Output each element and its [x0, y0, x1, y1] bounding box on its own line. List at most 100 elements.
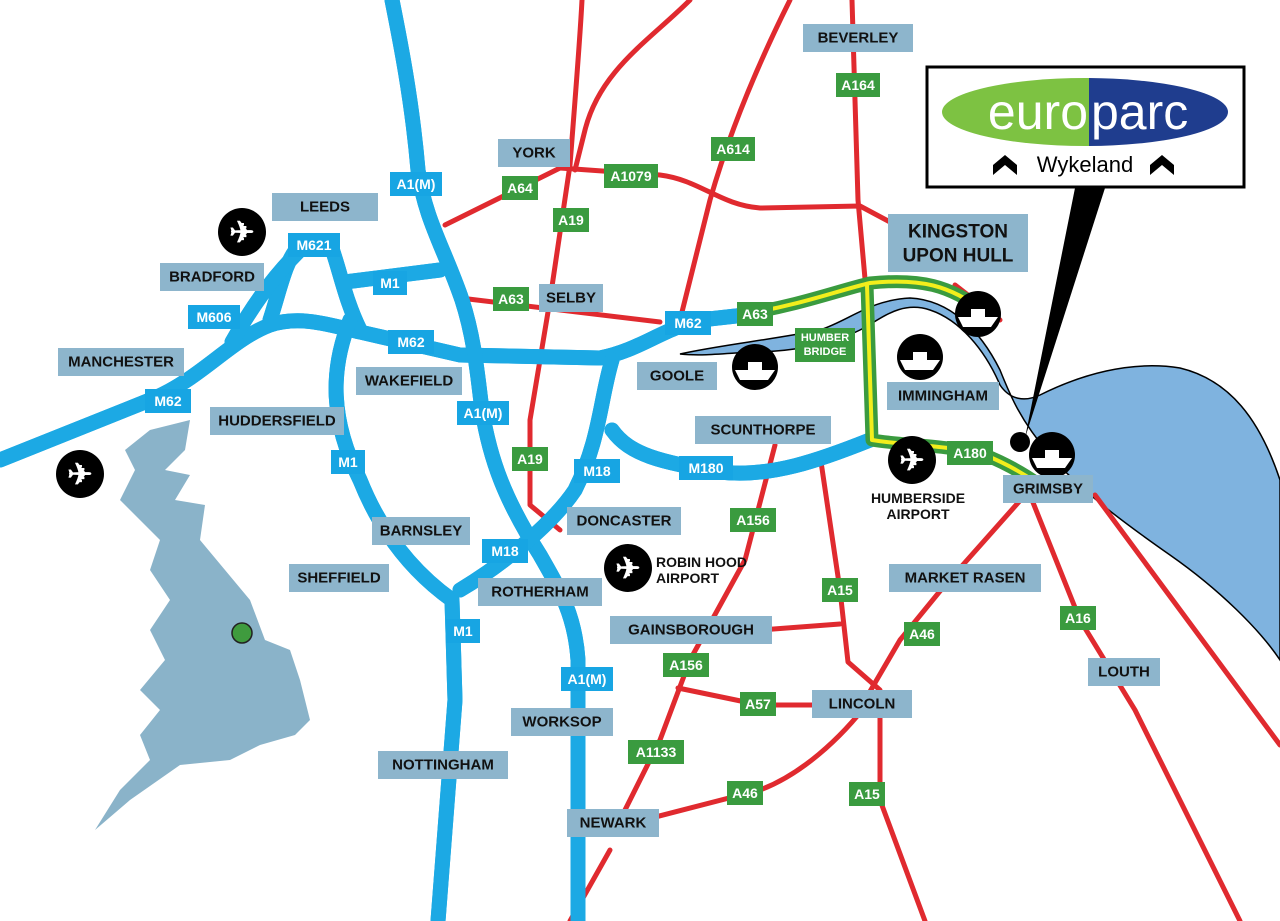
svg-text:M62: M62	[154, 393, 181, 409]
location-marker	[231, 622, 253, 644]
road-label: A156	[730, 508, 776, 532]
svg-text:✈: ✈	[229, 217, 254, 250]
svg-text:LOUTH: LOUTH	[1098, 664, 1150, 681]
road-label: A614	[711, 137, 755, 161]
svg-text:GRIMSBY: GRIMSBY	[1013, 481, 1083, 498]
svg-text:SHEFFIELD: SHEFFIELD	[297, 570, 381, 587]
road-label: A64	[502, 176, 538, 200]
svg-text:A180: A180	[953, 445, 987, 461]
svg-text:A156: A156	[736, 512, 770, 528]
svg-text:SCUNTHORPE: SCUNTHORPE	[710, 422, 815, 439]
ship-icon	[1029, 432, 1075, 478]
road-label: A19	[553, 208, 589, 232]
town-label: WORKSOP	[511, 708, 613, 736]
svg-text:M180: M180	[688, 460, 723, 476]
motorway-label: M606	[188, 305, 240, 329]
svg-text:euro: euro	[988, 84, 1088, 140]
svg-text:A63: A63	[742, 306, 768, 322]
svg-text:UPON HULL: UPON HULL	[903, 246, 1014, 267]
svg-text:A15: A15	[827, 582, 853, 598]
svg-text:M1: M1	[338, 454, 358, 470]
svg-text:M62: M62	[397, 334, 424, 350]
svg-text:A1079: A1079	[610, 168, 651, 184]
town-label: GRIMSBY	[1003, 475, 1093, 503]
svg-text:A1133: A1133	[636, 744, 677, 760]
motorway-label: M62	[145, 389, 191, 413]
wykeland-chevron-icon	[993, 155, 1017, 175]
town-label: SCUNTHORPE	[695, 416, 831, 444]
town-label: NEWARK	[567, 809, 659, 837]
town-label: GAINSBOROUGH	[610, 616, 772, 644]
road-label: A180	[947, 441, 993, 465]
svg-text:A19: A19	[517, 451, 543, 467]
town-label: BEVERLEY	[803, 24, 913, 52]
svg-text:A63: A63	[498, 291, 524, 307]
plane-icon: ✈	[56, 450, 104, 498]
svg-text:A64: A64	[507, 180, 533, 196]
svg-text:✈: ✈	[899, 445, 924, 478]
motorway-label: M1	[373, 271, 407, 295]
svg-text:A1(M): A1(M)	[568, 671, 607, 687]
town-label: HUDDERSFIELD	[210, 407, 344, 435]
svg-text:MARKET RASEN: MARKET RASEN	[905, 570, 1026, 587]
road-label: A46	[904, 622, 940, 646]
motorway-label: M62	[665, 311, 711, 335]
humberside-airport-label-2: AIRPORT	[887, 506, 950, 522]
svg-text:M1: M1	[453, 623, 473, 639]
svg-text:ROTHERHAM: ROTHERHAM	[491, 584, 589, 601]
road-label: A15	[822, 578, 858, 602]
motorway-label: M1	[446, 619, 480, 643]
motorway-label: M18	[574, 459, 620, 483]
ship-icon	[955, 291, 1001, 337]
road-label: A15	[849, 782, 885, 806]
svg-text:KINGSTON: KINGSTON	[908, 222, 1008, 243]
road-label: A1079	[604, 164, 658, 188]
town-label: BRADFORD	[160, 263, 264, 291]
town-label: WAKEFIELD	[356, 367, 462, 395]
svg-text:BRIDGE: BRIDGE	[804, 346, 847, 358]
svg-text:A1(M): A1(M)	[464, 405, 503, 421]
svg-text:A15: A15	[854, 786, 880, 802]
svg-text:NEWARK: NEWARK	[580, 815, 647, 832]
town-label: NOTTINGHAM	[378, 751, 508, 779]
svg-text:A19: A19	[558, 212, 584, 228]
town-label: YORK	[498, 139, 570, 167]
town-label: LOUTH	[1088, 658, 1160, 686]
town-label: SELBY	[539, 284, 603, 312]
town-label: BARNSLEY	[372, 517, 470, 545]
town-label: MANCHESTER	[58, 348, 184, 376]
road-label: A63	[493, 287, 529, 311]
humberside-airport-label: HUMBERSIDE	[871, 490, 965, 506]
svg-text:YORK: YORK	[512, 145, 556, 162]
road-label: A19	[512, 447, 548, 471]
svg-text:M62: M62	[674, 315, 701, 331]
robin-hood-airport-label: ROBIN HOOD	[656, 554, 747, 570]
svg-text:BEVERLEY: BEVERLEY	[818, 30, 899, 47]
svg-text:BARNSLEY: BARNSLEY	[380, 523, 463, 540]
road-label: A46	[727, 781, 763, 805]
svg-text:HUDDERSFIELD: HUDDERSFIELD	[218, 413, 336, 430]
town-label: DONCASTER	[567, 507, 681, 535]
svg-text:IMMINGHAM: IMMINGHAM	[898, 388, 988, 405]
svg-text:A1(M): A1(M)	[397, 176, 436, 192]
plane-icon: ✈	[888, 436, 936, 484]
europarc-logo: euro parc Wykeland	[925, 65, 1246, 189]
svg-text:A46: A46	[732, 785, 758, 801]
svg-text:LINCOLN: LINCOLN	[829, 696, 896, 713]
svg-text:A614: A614	[716, 141, 750, 157]
hull-label: KINGSTON UPON HULL	[888, 214, 1028, 272]
svg-text:✈: ✈	[67, 459, 92, 492]
humber-estuary	[679, 297, 1280, 662]
europarc-location-dot	[1010, 432, 1030, 452]
svg-text:M18: M18	[583, 463, 610, 479]
motorway-label: M1	[331, 450, 365, 474]
svg-text:DONCASTER: DONCASTER	[576, 513, 671, 530]
town-label: LINCOLN	[812, 690, 912, 718]
motorway-label: A1(M)	[561, 667, 613, 691]
svg-text:A57: A57	[745, 696, 771, 712]
ship-icon	[732, 344, 778, 390]
motorway-label: M62	[388, 330, 434, 354]
svg-text:MANCHESTER: MANCHESTER	[68, 354, 174, 371]
